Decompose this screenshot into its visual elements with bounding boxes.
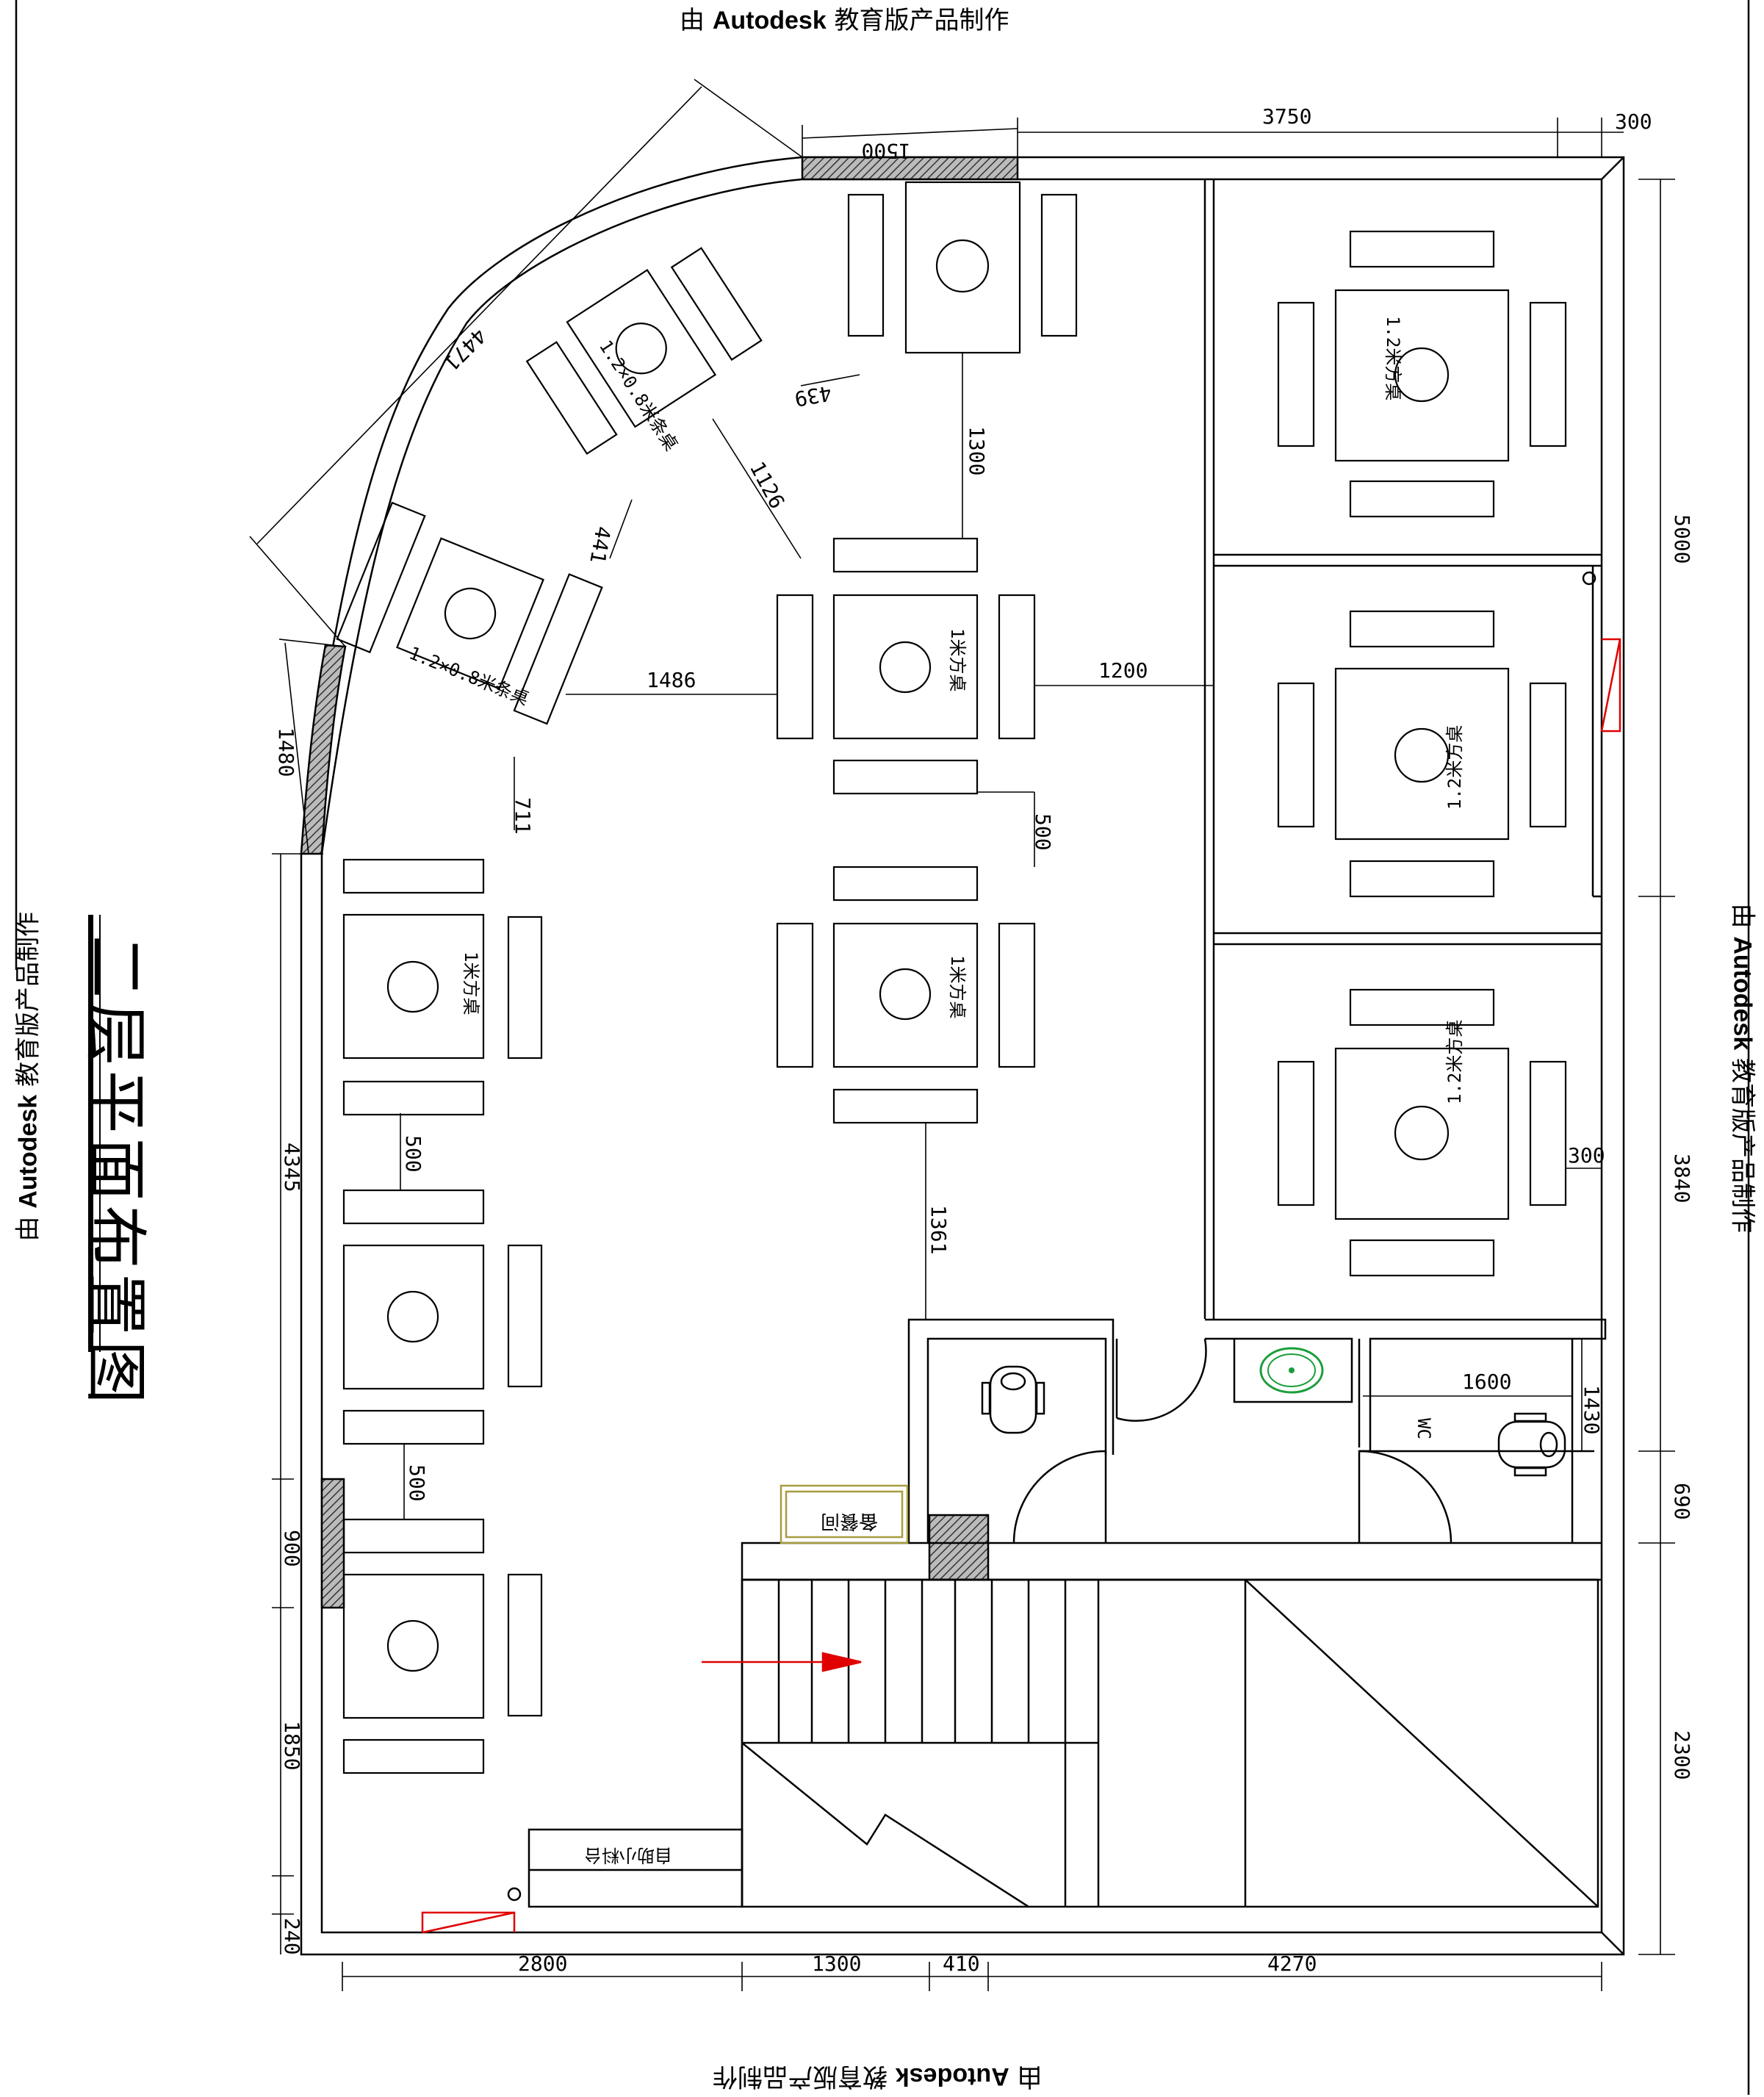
dim-500-left-1: 500 xyxy=(401,1135,425,1173)
wm-suffix: 教育版产品制作 xyxy=(834,6,1009,35)
table-center-1 xyxy=(832,594,979,740)
dim-bottom-4270: 4270 xyxy=(1267,1952,1317,1976)
toilet-right xyxy=(1497,1412,1566,1477)
wm-prefix: 由 xyxy=(1727,903,1757,929)
furniture xyxy=(336,181,1567,1774)
self-service-counter xyxy=(528,1828,744,1908)
dim-441: 441 xyxy=(585,525,615,566)
label-service: 备餐间 xyxy=(821,1510,878,1532)
watermark-top: 由 Autodesk 教育版产品制作 xyxy=(680,0,1009,36)
dim-711: 711 xyxy=(511,797,535,835)
wm-brand: Autodesk xyxy=(712,7,827,35)
dim-bottom-410: 410 xyxy=(943,1952,980,1976)
wm-brand: Autodesk xyxy=(1728,936,1757,1051)
dimension-lines xyxy=(249,79,1675,1991)
table-center-2 xyxy=(832,922,979,1068)
sink xyxy=(1259,1347,1324,1394)
wm-prefix: 由 xyxy=(1017,2062,1043,2091)
dim-right-690: 690 xyxy=(1670,1483,1694,1520)
dim-right-5000: 5000 xyxy=(1670,514,1694,564)
service-station-box xyxy=(780,1484,909,1544)
column-stair xyxy=(928,1514,990,1581)
table-room-2 xyxy=(1334,667,1510,841)
private-rooms xyxy=(1203,179,1602,1319)
dim-left-4345: 4345 xyxy=(280,1143,304,1192)
wm-suffix: 教育版产品制作 xyxy=(713,2062,888,2091)
watermark-right: 由 Autodesk 教育版产品制作 xyxy=(1727,904,1763,1242)
dim-bottom-1300: 1300 xyxy=(812,1952,861,1976)
table-left-2 xyxy=(342,1244,485,1390)
label-wc: WC xyxy=(1414,1418,1434,1439)
dim-1361: 1361 xyxy=(926,1205,951,1254)
wm-suffix: 教育版产品制作 xyxy=(1727,1058,1757,1234)
dim-top-300: 300 xyxy=(1615,109,1652,134)
wm-prefix: 由 xyxy=(13,1216,43,1242)
table-left-1 xyxy=(342,913,485,1060)
label-table-left-1: 1米方桌 xyxy=(461,952,481,1015)
dim-439: 439 xyxy=(793,381,834,411)
dim-left-240: 240 xyxy=(280,1918,304,1955)
dimension-labels: 3750 300 1500 4471 5000 3840 690 2300 14… xyxy=(274,104,1694,1976)
label-room-2: 1.2米方桌 xyxy=(1444,725,1465,810)
dim-left-1480: 1480 xyxy=(274,727,298,777)
restroom-area xyxy=(907,1318,1607,1544)
table-labels: 1米方桌 1米方桌 1米方桌 1.2米方桌 1.2米方桌 1.2米方桌 1.2×… xyxy=(406,316,1465,1866)
wm-prefix: 由 xyxy=(680,6,705,35)
red-markers xyxy=(421,638,1621,1934)
table-room-3 xyxy=(1334,1047,1510,1220)
label-self-service: 自助小料台 xyxy=(584,1845,672,1866)
dim-left-1850: 1850 xyxy=(280,1721,304,1770)
dim-500-center: 500 xyxy=(1031,813,1055,851)
dim-1430: 1430 xyxy=(1580,1385,1604,1434)
dim-1126: 1126 xyxy=(745,458,790,513)
stairs xyxy=(741,1542,1602,1908)
wm-brand: Autodesk xyxy=(895,2062,1009,2090)
wm-brand: Autodesk xyxy=(14,1094,43,1209)
dim-right-2300: 2300 xyxy=(1670,1730,1694,1780)
dim-left-900: 900 xyxy=(280,1530,304,1567)
column-left xyxy=(320,1478,345,1609)
dim-right-3840: 3840 xyxy=(1670,1154,1694,1203)
dim-1486: 1486 xyxy=(647,668,696,692)
dim-500-left-2: 500 xyxy=(405,1464,429,1502)
label-table-center-2: 1米方桌 xyxy=(947,955,968,1018)
dim-top-3750: 3750 xyxy=(1262,104,1311,129)
label-room-3: 1.2米方桌 xyxy=(1444,1020,1465,1104)
table-curve-2 xyxy=(336,501,603,725)
table-left-3 xyxy=(342,1573,485,1719)
label-table-center-1: 1米方桌 xyxy=(947,628,968,691)
dim-bottom-2800: 2800 xyxy=(518,1952,567,1976)
label-table-curve-2: 1.2×0.8米条桌 xyxy=(406,643,532,710)
dim-1300: 1300 xyxy=(965,426,989,475)
label-table-curve-1: 1.2×0.8米条桌 xyxy=(595,337,682,454)
dim-1600: 1600 xyxy=(1462,1370,1511,1394)
table-top xyxy=(904,181,1021,354)
dim-300-room: 300 xyxy=(1568,1143,1605,1168)
dim-top-1500: 1500 xyxy=(862,139,911,163)
table-curve-1 xyxy=(525,247,763,456)
label-room-1: 1.2米方桌 xyxy=(1383,316,1403,400)
toilet-left xyxy=(981,1365,1045,1434)
table-room-1 xyxy=(1334,289,1510,462)
watermark-bottom: 由 Autodesk 教育版产品制作 xyxy=(713,2061,1043,2097)
title-bar xyxy=(88,915,93,1352)
wm-suffix: 教育版产品制作 xyxy=(13,911,43,1087)
watermark-left: 由 Autodesk 教育版产品制作 xyxy=(8,904,44,1242)
column-curve xyxy=(300,644,347,855)
dim-1200: 1200 xyxy=(1098,658,1148,683)
drawing-title: 二层平面布置图 xyxy=(78,935,152,1409)
